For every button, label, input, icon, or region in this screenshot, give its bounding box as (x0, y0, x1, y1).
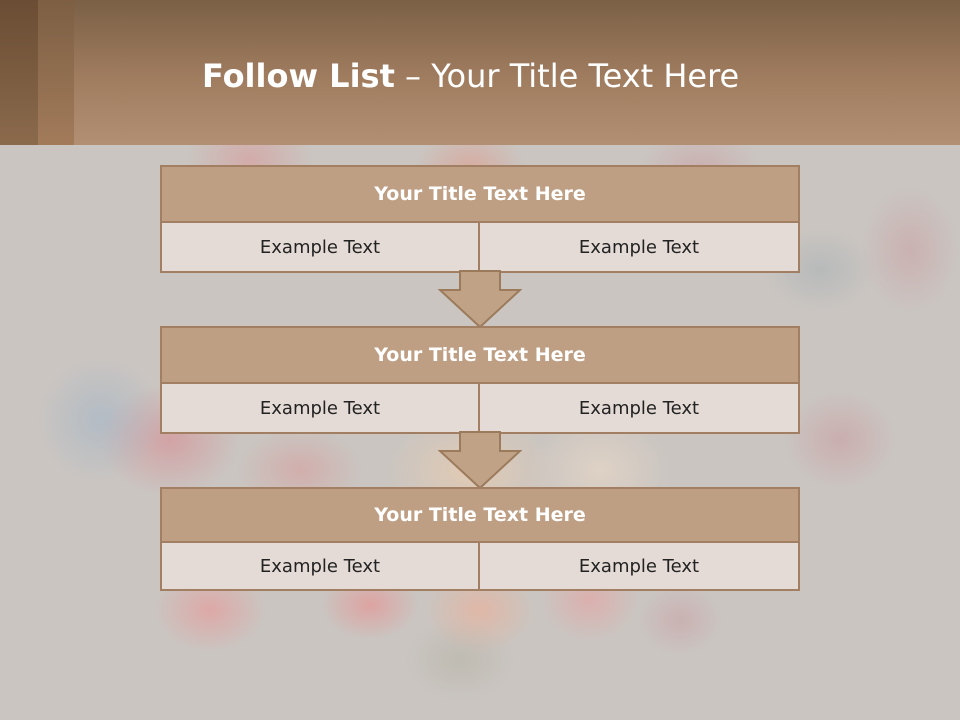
block-row: Example Text Example Text (160, 384, 800, 434)
down-arrow-icon (438, 431, 522, 489)
block-title[interactable]: Your Title Text Here (160, 487, 800, 543)
block-title[interactable]: Your Title Text Here (160, 326, 800, 384)
block-cell-right[interactable]: Example Text (480, 543, 800, 591)
header-accent-strip (0, 0, 38, 145)
slide-title[interactable]: Follow List – Your Title Text Here (202, 56, 739, 96)
header-band (0, 0, 960, 145)
block-row: Example Text Example Text (160, 543, 800, 591)
block-cell-left[interactable]: Example Text (160, 384, 480, 434)
slide-title-bold: Follow List (202, 57, 395, 95)
list-block[interactable]: Your Title Text Here Example Text Exampl… (160, 165, 800, 273)
block-cell-right[interactable]: Example Text (480, 223, 800, 273)
block-title[interactable]: Your Title Text Here (160, 165, 800, 223)
block-cell-left[interactable]: Example Text (160, 543, 480, 591)
block-cell-right[interactable]: Example Text (480, 384, 800, 434)
down-arrow-icon (438, 270, 522, 328)
block-row: Example Text Example Text (160, 223, 800, 273)
list-block[interactable]: Your Title Text Here Example Text Exampl… (160, 326, 800, 434)
slide-title-rest: – Your Title Text Here (394, 57, 740, 95)
block-cell-left[interactable]: Example Text (160, 223, 480, 273)
header-accent-strip (38, 0, 74, 145)
list-block[interactable]: Your Title Text Here Example Text Exampl… (160, 487, 800, 591)
